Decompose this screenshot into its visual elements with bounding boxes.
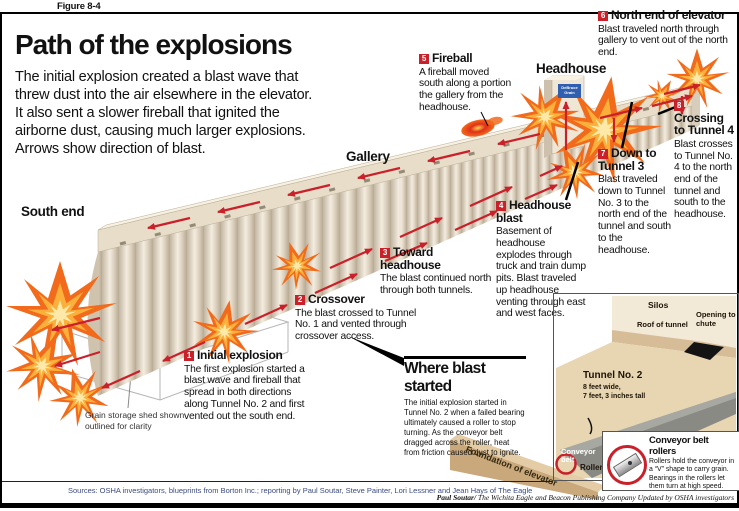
headhouse-sign: DeBruce Grain: [558, 84, 581, 98]
roller-bearing-icon: [628, 461, 632, 465]
callout-title: 8Crossing to Tunnel 4: [674, 101, 734, 138]
rollers-body: Rollers hold the conveyor in a “V” shape…: [649, 458, 735, 490]
callout-body: Blast crosses to Tunnel No. 4 to the nor…: [674, 138, 733, 221]
roller-magnifier-icon: [607, 445, 647, 485]
inset-tunnel-dimensions: 8 feet wide, 7 feet, 3 inches tall: [583, 383, 645, 401]
roller-cylinder-icon: [612, 452, 643, 478]
inset-label-opening-to-chute: Opening to chute: [696, 310, 736, 328]
callout-body: Basement of headhouse explodes through t…: [496, 226, 586, 320]
footer-divider: [2, 481, 552, 482]
sources-line: Sources: OSHA investigators, blueprints …: [68, 486, 533, 495]
callout-body: Blast traveled north through gallery to …: [598, 23, 728, 59]
inset-label-roof-of-tunnel: Roof of tunnel: [637, 320, 688, 329]
silo-row-south: [98, 178, 400, 396]
where-blast-started: Where blast started The initial explosio…: [404, 356, 526, 458]
callout-body: The blast crossed to Tunnel No. 1 and ve…: [295, 307, 417, 343]
callout-crossing-to-tunnel-4: 8Crossing to Tunnel 4 Blast crosses to T…: [674, 99, 736, 221]
inset-label-silos: Silos: [648, 300, 669, 310]
callout-body: Blast traveled down to Tunnel No. 3 to t…: [598, 174, 671, 256]
inset-label-tunnel-2: Tunnel No. 2: [583, 370, 643, 381]
foundation-top: [450, 434, 606, 492]
callout-number-badge: 8: [674, 101, 684, 111]
chute-opening: [684, 342, 724, 360]
credit-author: Paul Soutar/: [436, 493, 477, 502]
rollers-title: Conveyor belt rollers: [649, 435, 709, 457]
intro-text: The initial explosion created a blast wa…: [15, 69, 313, 157]
figure-label: Figure 8-4: [57, 1, 101, 12]
north-end-cap: [692, 83, 700, 130]
label-gallery: Gallery: [346, 149, 390, 164]
inset-label-conveyor-belt: Conveyor belt: [561, 447, 596, 465]
callout-number-badge: 1: [184, 351, 194, 361]
label-headhouse: Headhouse: [536, 61, 607, 76]
inset-tunnel-height: 7 feet, 3 inches tall: [583, 393, 646, 401]
credit-publisher: The Wichita Eagle and Beacon Publishing …: [476, 493, 734, 502]
credit-line: Paul Soutar/ The Wichita Eagle and Beaco…: [437, 493, 734, 502]
callout-number-badge: 2: [295, 295, 305, 305]
callout-number-badge: 4: [496, 201, 506, 211]
inset-label-roller: Roller: [580, 463, 603, 472]
callout-number-badge: 3: [380, 248, 390, 258]
inset-tunnel-width: 8 feet wide,: [583, 384, 621, 391]
callout-body: The blast continued north through both t…: [380, 273, 492, 296]
callout-number-badge: 5: [419, 54, 429, 64]
blast-arrows: [51, 83, 701, 390]
conveyor-rollers-callout: Conveyor belt rollers Rollers hold the c…: [602, 431, 739, 491]
gallery-windows: [119, 97, 686, 246]
where-blast-started-title: Where blast started: [404, 356, 526, 396]
where-blast-started-body: The initial explosion started in Tunnel …: [404, 398, 525, 457]
foundation-face: [450, 440, 598, 500]
callout-number-badge: 7: [598, 149, 608, 159]
callout-body: A fireball moved south along a portion t…: [419, 66, 511, 113]
silo-row-end-cap: [87, 252, 98, 396]
callout-number-badge: 6: [598, 11, 608, 21]
page-title: Path of the explosions: [15, 29, 293, 60]
roller-highlight-circle: [555, 453, 577, 475]
shed-note: Grain storage shed shown outlined for cl…: [85, 410, 185, 431]
label-south-end: South end: [21, 204, 85, 219]
callout-body: The first explosion started a blast wave…: [184, 363, 305, 422]
fireball-blob: [461, 116, 503, 137]
